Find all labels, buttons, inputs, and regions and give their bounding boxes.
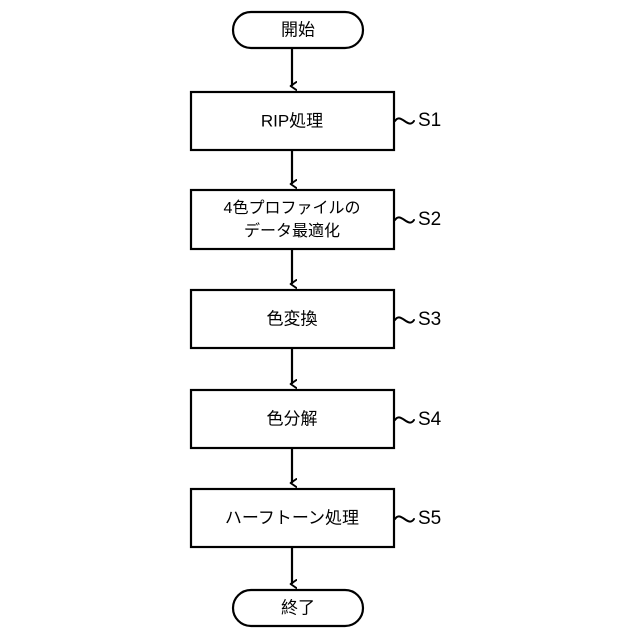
leader-squiggle-s4 <box>394 416 415 424</box>
leader-squiggle-s1 <box>394 117 415 125</box>
node-s3-label: 色変換 <box>267 309 318 328</box>
node-s4[interactable] <box>189 388 396 450</box>
step-label-s2: S2 <box>418 209 441 230</box>
node-s2[interactable] <box>189 188 396 251</box>
node-s1-label: RIP処理 <box>261 111 323 130</box>
node-end[interactable] <box>231 588 365 628</box>
node-s3[interactable] <box>189 288 396 350</box>
node-s4-label: 色分解 <box>267 409 318 428</box>
step-label-s5: S5 <box>418 508 441 529</box>
step-label-s4: S4 <box>418 409 442 430</box>
step-label-s3: S3 <box>418 309 441 330</box>
step-label-s1: S1 <box>418 110 441 131</box>
node-s2-label-line1: 4色プロファイルの <box>224 199 361 217</box>
node-end-label: 終了 <box>281 598 315 617</box>
node-s5[interactable] <box>189 487 396 549</box>
node-s2-label-line2: データ最適化 <box>244 221 340 240</box>
node-s5-label: ハーフトーン処理 <box>225 508 359 527</box>
leader-squiggle-s2 <box>394 216 415 224</box>
node-start[interactable] <box>231 10 365 50</box>
leader-squiggle-s5 <box>394 515 415 523</box>
leader-squiggle-s3 <box>394 316 415 324</box>
node-start-label: 開始 <box>281 20 315 39</box>
